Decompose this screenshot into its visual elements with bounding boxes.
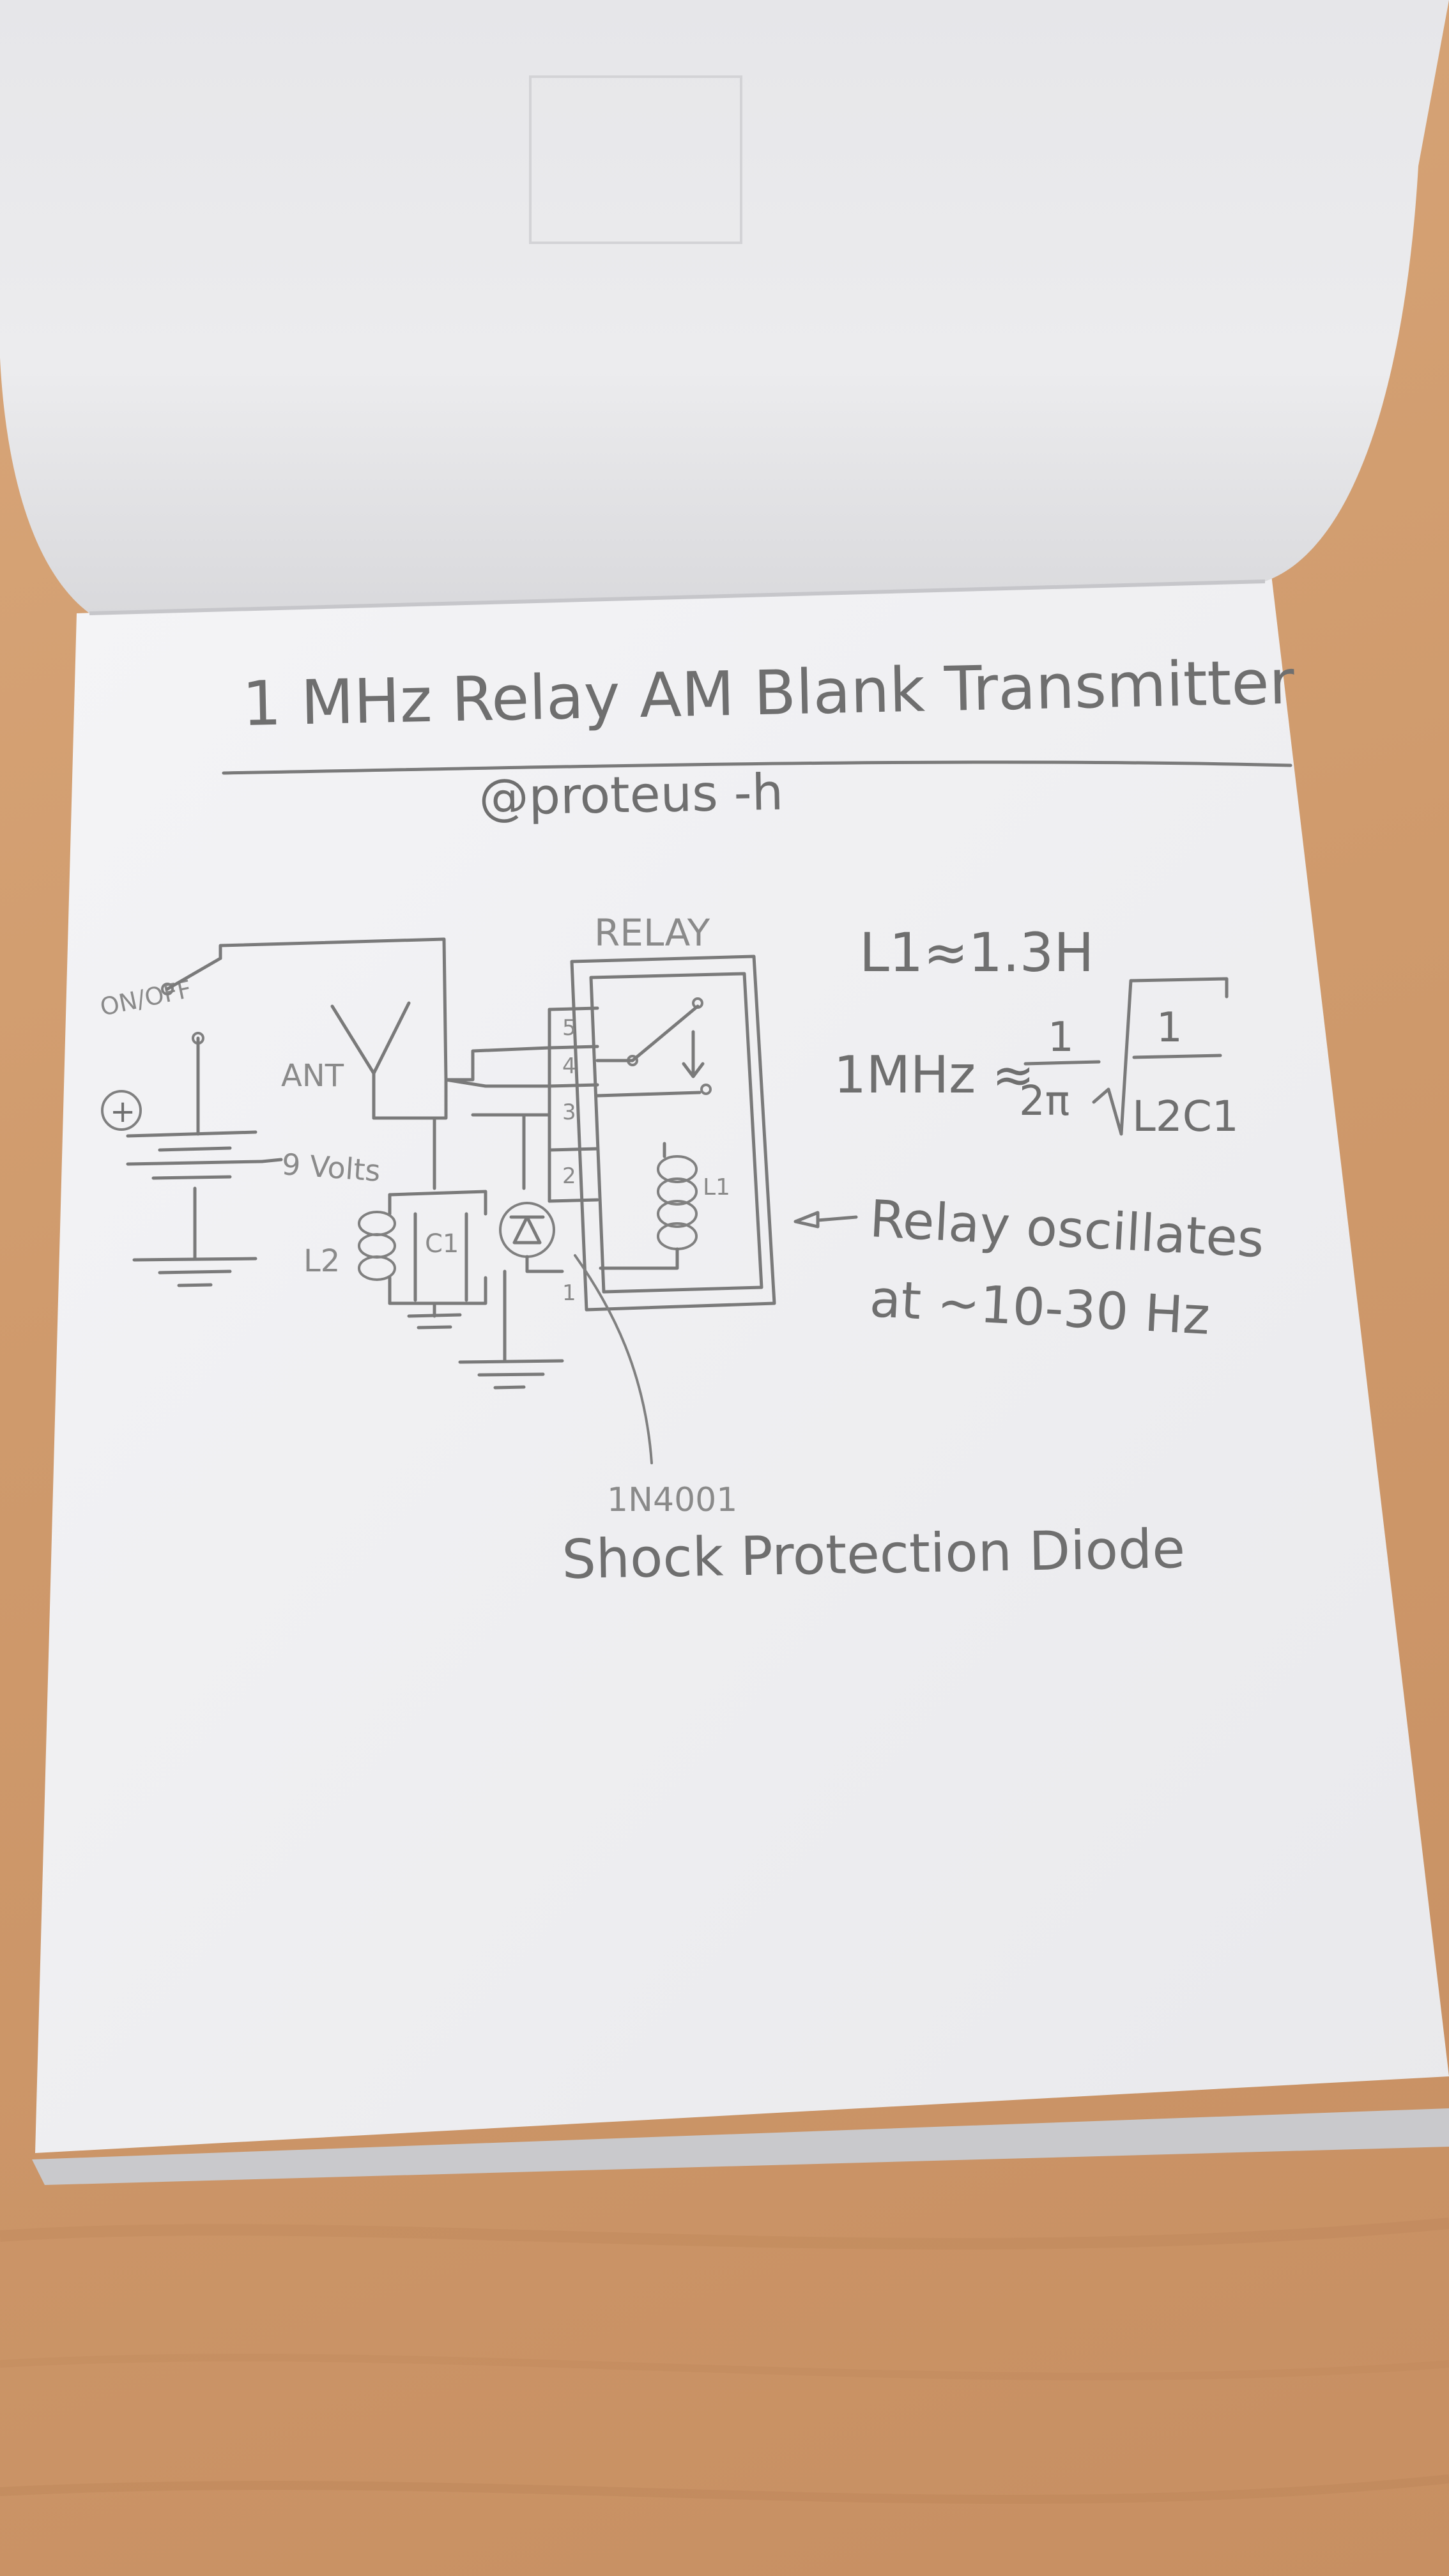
formula-lhs: 1MHz ≈: [834, 1045, 1035, 1105]
formula-root-numerator: 1: [1156, 1004, 1183, 1052]
author: @proteus -h: [479, 764, 784, 827]
formula-root-denominator: L2C1: [1132, 1092, 1239, 1141]
curled-page: [0, 0, 1449, 613]
battery-icon: +: [101, 1036, 264, 1261]
relay-pins: 5 4 3 2 1: [562, 1015, 576, 1306]
formula-denominator: 2π: [1019, 1078, 1070, 1125]
switch-icon: [161, 956, 222, 1045]
resonance-formula: 1MHz ≈ 1 2π 1 L2C1: [834, 977, 1239, 1141]
antenna-icon: [330, 1001, 411, 1120]
relay-pin-4: 4: [562, 1054, 576, 1079]
diode-note: 1N4001 Shock Protection Diode: [562, 1254, 1186, 1591]
diode-part-number: 1N4001: [607, 1481, 737, 1519]
diode-description: Shock Protection Diode: [562, 1517, 1186, 1591]
notepad-stack: [32, 2108, 1449, 2185]
antenna-label: ANT: [281, 1058, 344, 1094]
arrow-icon: [793, 1211, 858, 1229]
capacitor-1-icon: [413, 1212, 468, 1302]
desk-surface: [0, 2218, 1449, 2504]
notepad-page: [35, 575, 1449, 2153]
ground-icon-3: [458, 1359, 564, 1390]
formula-numerator: 1: [1048, 1014, 1074, 1061]
relay-coil-label: L1: [703, 1174, 730, 1200]
inductor-2-icon: [358, 1193, 396, 1305]
diode-leader-line: [574, 1254, 653, 1464]
inductance-note: L1≈1.3H: [859, 921, 1094, 984]
title-underline: [222, 760, 1292, 775]
ground-icon-2: [407, 1313, 462, 1330]
relay-contact-icon: [595, 997, 712, 1098]
relay-pin-5: 5: [562, 1015, 576, 1041]
relay-pin-1: 1: [562, 1280, 576, 1306]
relay-label: RELAY: [594, 911, 710, 954]
relay-pin-3: 3: [562, 1100, 576, 1125]
schematic: ON/OFF + 9 Volts ANT: [98, 911, 776, 1390]
square-root-icon: [1092, 977, 1229, 1136]
capacitor-1-label: C1: [425, 1229, 459, 1259]
battery-sign: +: [110, 1094, 135, 1130]
relay-coil-icon: [599, 1142, 698, 1270]
relay-box: [548, 954, 776, 1312]
ground-icon: [132, 1257, 257, 1287]
relay-pin-2: 2: [562, 1163, 576, 1189]
battery-voltage: 9 Volts: [280, 1147, 381, 1188]
inductor-2-label: L2: [303, 1243, 340, 1279]
